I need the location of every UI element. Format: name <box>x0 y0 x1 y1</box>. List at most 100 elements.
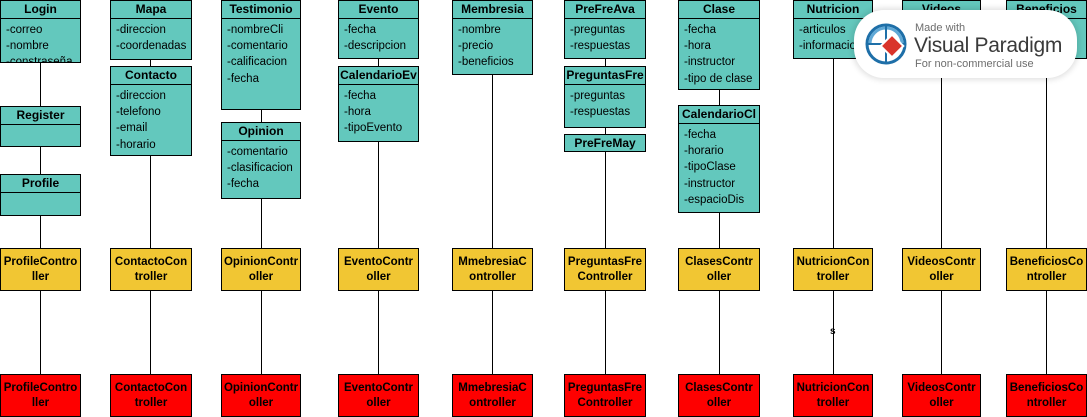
class-attribute: -correo <box>6 24 43 36</box>
box-label-line: ontroller <box>469 396 516 409</box>
class-box-mapa[interactable]: Mapa-direccion-coordenadas <box>110 0 192 60</box>
class-attributes: -correo-nombre-constraseña <box>1 19 80 62</box>
lifeline-beneficios <box>1046 0 1047 374</box>
class-box-calendarioev[interactable]: CalendarioEv-fecha-hora-tipoEvento <box>338 66 419 142</box>
class-box-contacto[interactable]: Contacto-direccion-telefono-email-horari… <box>110 66 192 156</box>
class-attribute: -tipoEvento <box>344 122 403 135</box>
class-box-testimonio[interactable]: Testimonio-nombreCli-comentario-califica… <box>221 0 301 110</box>
class-attribute: -coordenadas <box>116 40 187 53</box>
class-attribute: -fecha <box>344 90 376 102</box>
class-attributes: -fecha-hora-tipoEvento <box>339 85 418 137</box>
box-label-line: oller <box>366 270 391 283</box>
class-name: Contacto <box>111 67 191 85</box>
box-label-line: troller <box>134 270 168 283</box>
class-attribute: -respuestas <box>570 106 631 119</box>
class-attribute: -direccion <box>116 90 166 102</box>
controller-box-login[interactable]: ProfileContro ller <box>0 248 81 291</box>
class-attribute: -instructor <box>684 177 736 190</box>
lifeline-preguntas <box>605 0 606 374</box>
box-label-line: oller <box>248 396 274 409</box>
box-label-line: oller <box>929 270 954 283</box>
class-attribute: -articulos <box>799 24 846 36</box>
class-box-login[interactable]: Login-correo-nombre-constraseña <box>0 0 81 63</box>
watermark-line3: For non-commercial use <box>915 58 1034 70</box>
class-attribute: -informacion <box>799 40 863 53</box>
class-attribute: -beneficios <box>458 56 514 69</box>
class-box-prefremay[interactable]: PreFreMay <box>564 134 646 152</box>
lifeline-mapa <box>150 0 151 374</box>
class-box-opinion[interactable]: Opinion-comentario-clasificacion-fecha <box>221 122 301 199</box>
class-box-preguntasfre[interactable]: PreguntasFre-preguntas-respuestas <box>564 66 646 128</box>
class-name: Profile <box>1 175 80 193</box>
class-name: PreguntasFre <box>565 67 645 85</box>
controller-box-testimonio[interactable]: OpinionContr oller <box>221 248 301 291</box>
box-label-line: oller <box>929 396 954 409</box>
class-attribute: -fecha <box>227 72 259 85</box>
box-label-line: oller <box>366 396 391 409</box>
class-attribute: -fecha <box>344 24 376 36</box>
box-label-line: PreguntasFre <box>567 381 643 394</box>
class-box-evento[interactable]: Evento-fecha-descripcion <box>338 0 419 59</box>
class-attribute: -direccion <box>116 24 166 36</box>
class-attributes: -preguntas-respuestas <box>565 85 645 120</box>
lifeline-evento <box>378 0 379 374</box>
class-box-register[interactable]: Register <box>0 106 81 147</box>
class-attributes: -direccion-telefono-email-horario <box>111 85 191 153</box>
class-attribute: -telefono <box>116 106 161 119</box>
box-label-line: VideosContr <box>907 255 976 268</box>
box-label-line: ContactoCon <box>114 381 188 394</box>
class-box-prefreava[interactable]: PreFreAva-preguntas-respuestas <box>564 0 646 59</box>
visual-paradigm-watermark: Made with Visual Paradigm For non-commer… <box>854 10 1077 78</box>
box-label-line: ProfileContro <box>3 255 78 268</box>
class-box-profile[interactable]: Profile <box>0 174 81 216</box>
controller-box-videos[interactable]: VideosContr oller <box>902 248 981 291</box>
class-attribute: -respuestas <box>570 40 631 53</box>
class-box-membresia[interactable]: Membresia-nombre-precio-beneficios <box>452 0 533 75</box>
class-name: Nutricion <box>794 1 872 19</box>
class-attribute: -calificacion <box>227 56 288 69</box>
box-label-line: NutricionCon <box>796 381 870 394</box>
box-label-line: ller <box>31 270 50 283</box>
class-attribute: -horario <box>684 145 724 158</box>
box-label-line: BeneficiosCo <box>1009 255 1084 268</box>
class-attribute: -instructor <box>684 56 736 69</box>
stray-label: s <box>830 326 836 337</box>
class-attribute: -fecha <box>684 24 716 36</box>
box-label-line: Controller <box>577 396 633 409</box>
class-attribute: -fecha <box>684 129 716 141</box>
class-name: Clase <box>679 1 759 19</box>
lifeline-videos <box>941 0 942 374</box>
class-name: Register <box>1 107 80 125</box>
box-label-line: oller <box>248 270 274 283</box>
class-box-clase[interactable]: Clase-fecha-hora-instructor-tipo de clas… <box>678 0 760 90</box>
class-attribute: -nombre <box>6 40 49 53</box>
class-attributes: -comentario-clasificacion-fecha <box>222 141 300 193</box>
class-name: Testimonio <box>222 1 300 19</box>
class-attributes: -articulos -informacion <box>794 19 872 54</box>
class-box-calendariocl[interactable]: CalendarioCl-fecha-horario-tipoClase-ins… <box>678 105 760 213</box>
box-label-line: Controller <box>577 270 633 283</box>
class-attribute: -email <box>116 122 148 135</box>
class-name: Login <box>1 1 80 19</box>
class-attribute: -preguntas <box>570 24 625 36</box>
class-attributes: -nombreCli-comentario-calificacion-fecha <box>222 19 300 87</box>
class-attribute: -fecha <box>227 178 259 191</box>
box-label-line: OpinionContr <box>223 255 299 268</box>
